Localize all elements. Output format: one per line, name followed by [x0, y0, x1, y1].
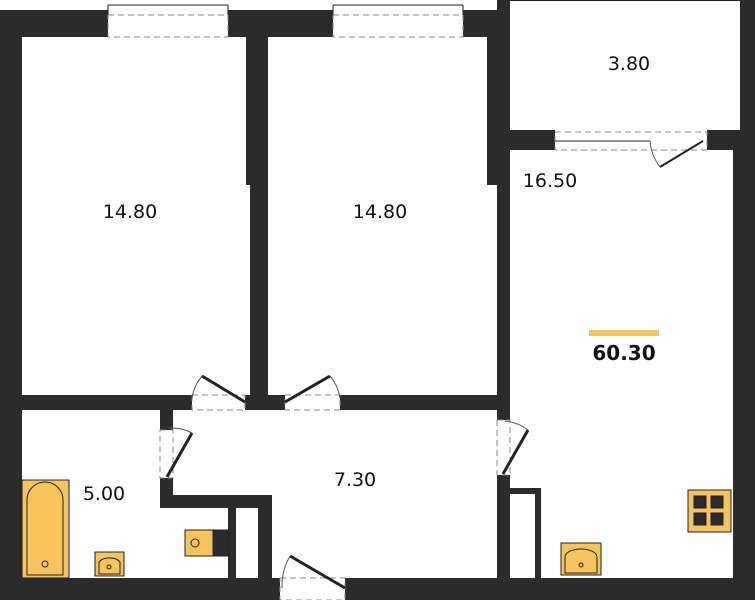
window-bedroom-2	[332, 14, 464, 38]
kitchen-sink-icon	[560, 542, 602, 576]
stove-icon	[687, 489, 732, 533]
doors	[165, 140, 704, 590]
hall-wall-2	[245, 395, 285, 410]
window-bedroom-1	[107, 14, 229, 38]
bottom-wall-left	[0, 578, 280, 600]
door-leaf-bathroom[interactable]	[165, 432, 194, 478]
door-opening-1	[191, 394, 246, 411]
kitchen-living-area: 16.50	[522, 170, 578, 192]
bathroom-area: 5.00	[82, 483, 126, 505]
kitchen-shaft-top	[510, 488, 540, 494]
hall-wall-3	[340, 395, 500, 410]
kitchen-left-wall	[497, 130, 510, 420]
door-leaf-bedroom-2[interactable]	[284, 374, 331, 404]
bath-wall-horizontal	[160, 495, 272, 508]
left-outer-wall	[0, 10, 22, 600]
toilet-icon	[184, 529, 229, 557]
balcony-wall-right	[707, 130, 740, 150]
partition-lower	[250, 185, 268, 410]
total-area: 60.30	[592, 341, 656, 365]
balcony-wall-left	[510, 130, 555, 150]
door-leaf-bedroom-1[interactable]	[201, 374, 246, 404]
right-wall	[733, 130, 755, 600]
balcony-area: 3.80	[607, 53, 651, 75]
balcony-door-leaf[interactable]	[659, 140, 704, 168]
door-opening-2	[284, 394, 341, 411]
bedroom-2-area: 14.80	[352, 201, 408, 223]
window-frames	[107, 0, 740, 142]
door-leaf-kitchen[interactable]	[501, 429, 530, 475]
total-area-accent-bar	[589, 330, 659, 336]
door-swings	[167, 140, 661, 589]
bottom-wall-right	[345, 578, 755, 600]
door-opening-kitchen	[496, 419, 511, 476]
fixtures	[21, 479, 732, 579]
hall-wall-1	[22, 395, 192, 410]
bathtub-icon	[21, 479, 70, 579]
kitchen-left-wall-lower	[497, 475, 510, 578]
bathroom-sink-icon	[94, 551, 125, 577]
windows	[107, 14, 708, 600]
shaft-wall-left	[228, 508, 236, 578]
top-wall-1	[0, 10, 108, 37]
shaft-wall-right	[258, 495, 272, 578]
bath-wall-top	[160, 410, 173, 430]
partition-upper	[246, 10, 268, 185]
bedroom-1-area: 14.80	[102, 201, 158, 223]
kitchen-shaft-right	[535, 488, 541, 578]
top-wall-2	[228, 10, 333, 37]
entrance-door-opening	[279, 577, 346, 600]
entrance-door-leaf[interactable]	[289, 554, 346, 590]
balcony-left-wall	[497, 0, 510, 130]
hallway-area: 7.30	[333, 469, 377, 491]
